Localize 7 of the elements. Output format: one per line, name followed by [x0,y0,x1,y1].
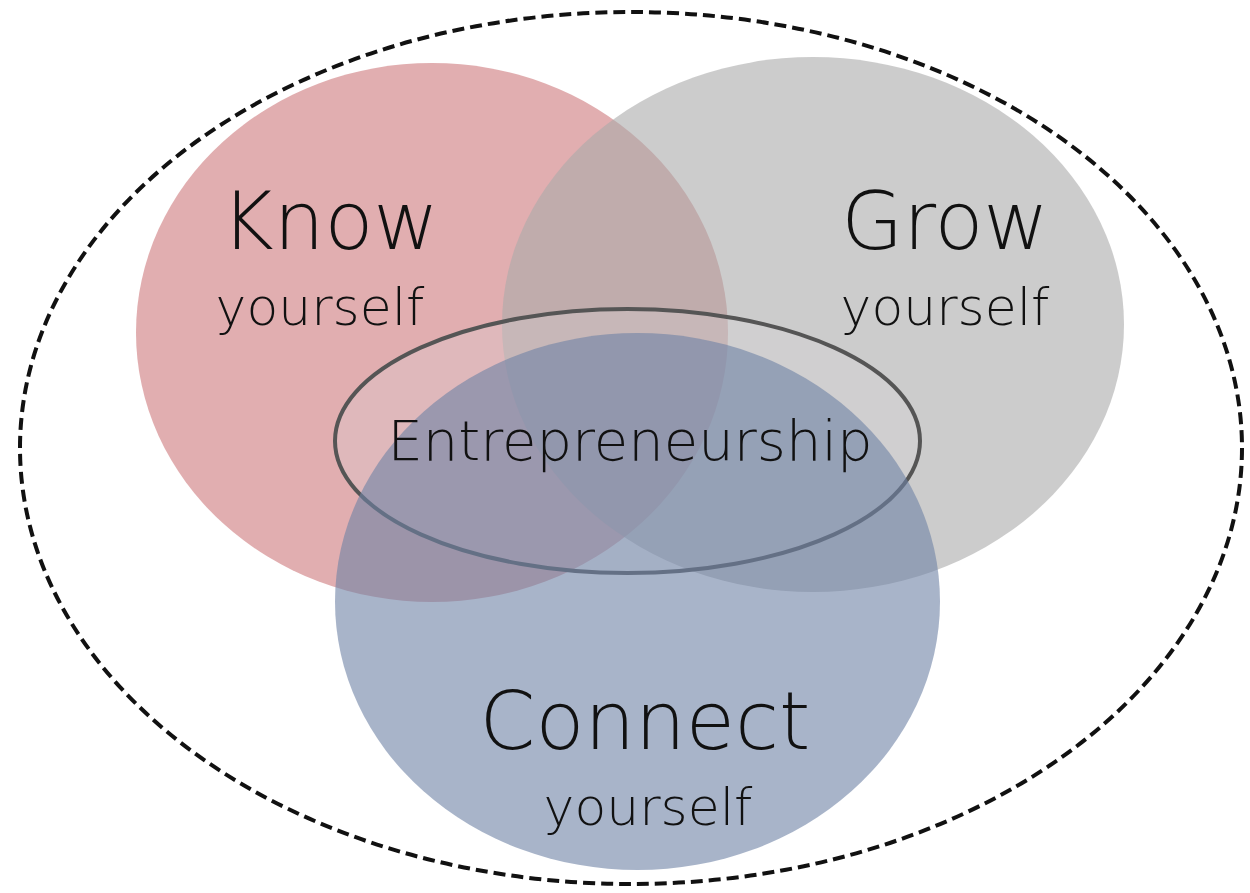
subheading: yourself [543,779,753,837]
heading: Know [221,178,439,266]
heading: Connect [479,678,811,766]
subheading: yourself [840,279,1050,337]
heading: Grow [841,178,1049,266]
heading: Entrepreneurship [387,410,873,472]
subheading: yourself [215,279,425,337]
